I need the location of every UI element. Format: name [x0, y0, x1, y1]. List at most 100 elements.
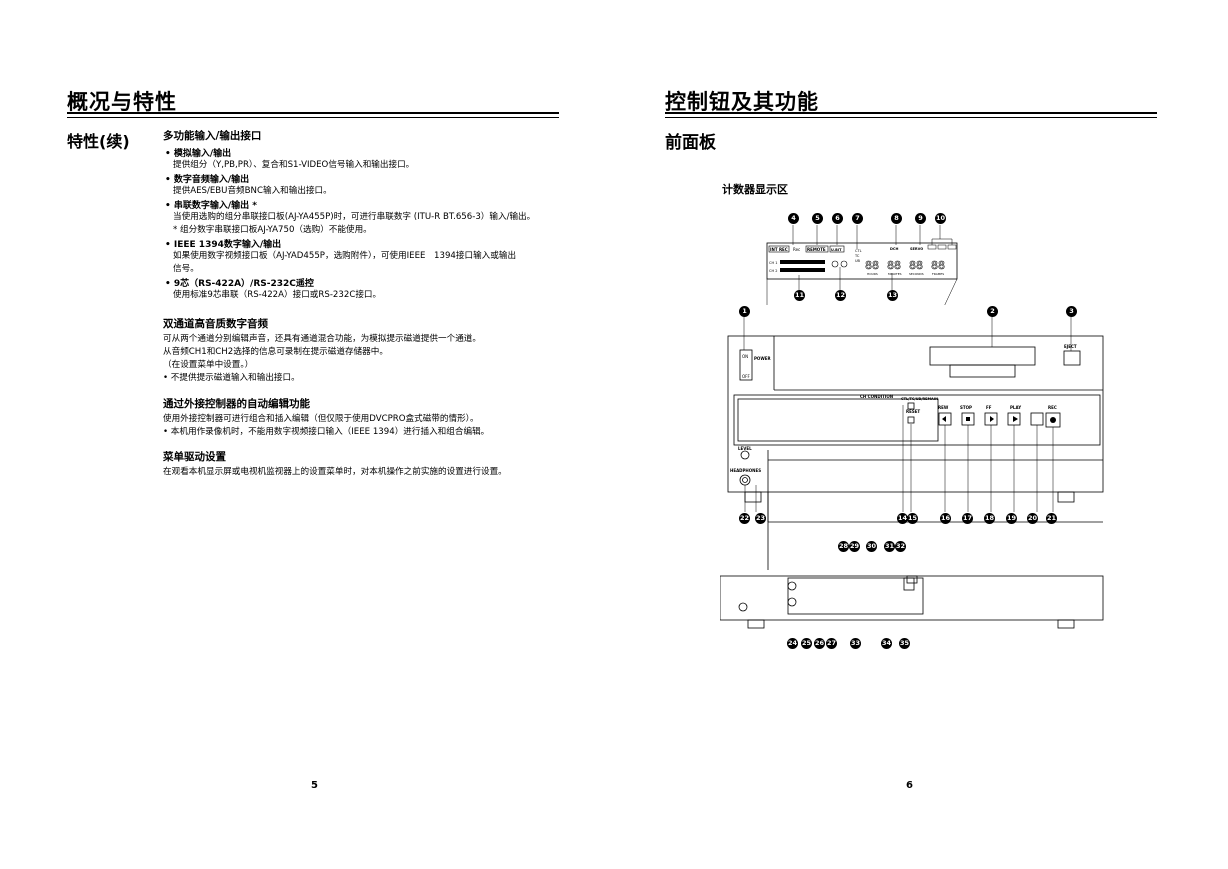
callout-16: 16 — [940, 513, 951, 524]
callout-21: 21 — [1046, 513, 1057, 524]
callout-10: 10 — [935, 213, 946, 224]
item-line: 信号。 — [173, 264, 199, 274]
title-rule-right — [665, 112, 1157, 114]
callout-1: 1 — [739, 306, 750, 317]
dch-label: DCH — [890, 247, 898, 251]
callout-27: 27 — [826, 638, 837, 649]
callout-26: 26 — [814, 638, 825, 649]
callout-12: 12 — [835, 290, 846, 301]
stop-label: STOP — [960, 405, 972, 410]
callout-6: 6 — [832, 213, 843, 224]
servo-label: SERVO — [910, 247, 923, 251]
page-number-right: 6 — [906, 780, 913, 791]
title-rule-right-thin — [665, 117, 1157, 118]
item-line: * 组分数字串联接口板AJ-YA750（选购）不能使用。 — [173, 225, 372, 235]
callout-19: 19 — [1006, 513, 1017, 524]
section-dual-audio: 双通道高音质数字音频 可从两个通道分别编辑声音，还具有通道混合功能，为模拟提示磁… — [163, 316, 563, 385]
section-line: 可从两个通道分别编辑声音，还具有通道混合功能，为模拟提示磁道提供一个通道。 — [163, 334, 481, 344]
seconds-label: SECONDS — [909, 272, 924, 276]
item-line: 使用标准9芯串联（RS-422A）接口或RS-232C接口。 — [173, 290, 382, 300]
callout-17: 17 — [962, 513, 973, 524]
section-line: （在设置菜单中设置。） — [163, 360, 254, 370]
hours-digits: 88 — [865, 259, 879, 272]
item-line: 当使用选购的组分串联接口板(AJ-YA455P)时，可进行串联数字 (ITU-R… — [173, 212, 536, 222]
callout-14: 14 — [897, 513, 908, 524]
callout-20: 20 — [1027, 513, 1038, 524]
ch-condition-label: CH CONDITION — [860, 394, 893, 399]
item-title: • 数字音频输入/输出 — [165, 175, 250, 185]
callout-3: 3 — [1066, 306, 1077, 317]
minutes-label: MINUTES — [888, 272, 902, 276]
callout-11: 11 — [794, 290, 805, 301]
item-title: • 串联数字输入/输出 * — [165, 201, 258, 211]
ub-label: UB — [855, 259, 861, 263]
hours-label: HOURS — [867, 272, 878, 276]
minutes-digits: 88 — [887, 259, 901, 272]
callout-8: 8 — [891, 213, 902, 224]
side-heading: 特性(续) — [67, 132, 130, 151]
ff-label: FF — [986, 405, 992, 410]
section-line: • 本机用作录像机时，不能用数字视频接口输入（IEEE 1394）进行插入和组合… — [163, 427, 490, 437]
ubit-label: U.BIT — [831, 248, 842, 252]
item-title: • 模拟输入/输出 — [165, 149, 232, 159]
section-line: 从音频CH1和CH2选择的信息可录制在提示磁道存储器中。 — [163, 347, 388, 357]
title-rule-left — [67, 112, 559, 114]
item-line: 如果使用数字视频接口板（AJ-YAD455P，选购附件），可使用IEEE 139… — [173, 251, 517, 261]
front-panel-diagram: ON POWER OFF EJECT CH CONDITION CTL/TC/U… — [720, 316, 1104, 629]
callout-5: 5 — [812, 213, 823, 224]
level-label: LEVEL — [738, 446, 752, 451]
section-line: • 不提供提示磁道输入和输出接口。 — [163, 373, 300, 383]
ctl-label: CTL — [855, 249, 862, 253]
callout-29: 29 — [849, 541, 860, 552]
callout-25: 25 — [801, 638, 812, 649]
eject-label: EJECT — [1064, 344, 1077, 349]
item-title: • IEEE 1394数字输入/输出 — [165, 240, 282, 250]
callout-35: 35 — [899, 638, 910, 649]
callout-28: 28 — [838, 541, 849, 552]
item-title: • 9芯（RS-422A）/RS-232C遥控 — [165, 279, 314, 289]
counter-display-diagram: INT REC Rec REMOTE U.BIT CH 1 CH 2 CTL T… — [766, 225, 958, 305]
power-off-label: OFF — [742, 374, 750, 379]
section-auto-edit: 通过外接控制器的自动编辑功能 使用外接控制器可进行组合和插入编辑（但仅限于使用D… — [163, 396, 563, 439]
section-title: 双通道高音质数字音频 — [163, 318, 268, 330]
callout-15: 15 — [907, 513, 918, 524]
callout-24: 24 — [787, 638, 798, 649]
power-on-label: ON — [742, 354, 748, 359]
section-heading-front-panel: 前面板 — [665, 133, 716, 153]
section-title: 菜单驱动设置 — [163, 451, 226, 463]
frames-label: FRAMES — [932, 272, 944, 276]
callout-13: 13 — [887, 290, 898, 301]
callout-23: 23 — [755, 513, 766, 524]
section-title: 通过外接控制器的自动编辑功能 — [163, 398, 310, 410]
rec-label: Rec — [793, 247, 800, 252]
frames-digits: 88 — [931, 259, 945, 272]
reset-label: RESET — [906, 409, 920, 414]
item-line: 提供AES/EBU音频BNC输入和输出接口。 — [173, 186, 332, 196]
display-area-label: 计数器显示区 — [722, 183, 788, 196]
tc-label: TC — [854, 254, 860, 258]
section-multi-io: 多功能输入/输出接口 • 模拟输入/输出 提供组分（Y,PB,PR）、复合和S1… — [163, 128, 563, 302]
ch2-label: CH 2 — [769, 269, 777, 273]
rec-button-label: REC — [1048, 405, 1057, 410]
section-line: 在观看本机显示屏或电视机监视器上的设置菜单时，对本机操作之前实施的设置进行设置。 — [163, 467, 507, 477]
callout-18: 18 — [984, 513, 995, 524]
play-label: PLAY — [1010, 405, 1021, 410]
headphones-label: HEADPHONES — [730, 468, 761, 473]
page-number-left: 5 — [311, 780, 318, 791]
title-rule-left-thin — [67, 117, 559, 118]
section-title: 多功能输入/输出接口 — [163, 130, 262, 142]
callout-33: 33 — [850, 638, 861, 649]
audio-level-meters — [780, 260, 825, 272]
section-line: 使用外接控制器可进行组合和插入编辑（但仅限于使用DVCPRO盒式磁带的情形）。 — [163, 414, 479, 424]
callout-9: 9 — [915, 213, 926, 224]
callout-7: 7 — [852, 213, 863, 224]
callout-32: 32 — [895, 541, 906, 552]
callout-31: 31 — [884, 541, 895, 552]
rew-label: REW — [938, 405, 949, 410]
callout-30: 30 — [866, 541, 877, 552]
ctl-tc-label: CTL/TC/UB/REMAIN — [901, 397, 938, 401]
page-title-right: 控制钮及其功能 — [665, 90, 819, 114]
item-line: 提供组分（Y,PB,PR）、复合和S1-VIDEO信号输入和输出接口。 — [173, 160, 415, 170]
int-rec-label: INT REC — [770, 247, 788, 252]
callout-34: 34 — [881, 638, 892, 649]
